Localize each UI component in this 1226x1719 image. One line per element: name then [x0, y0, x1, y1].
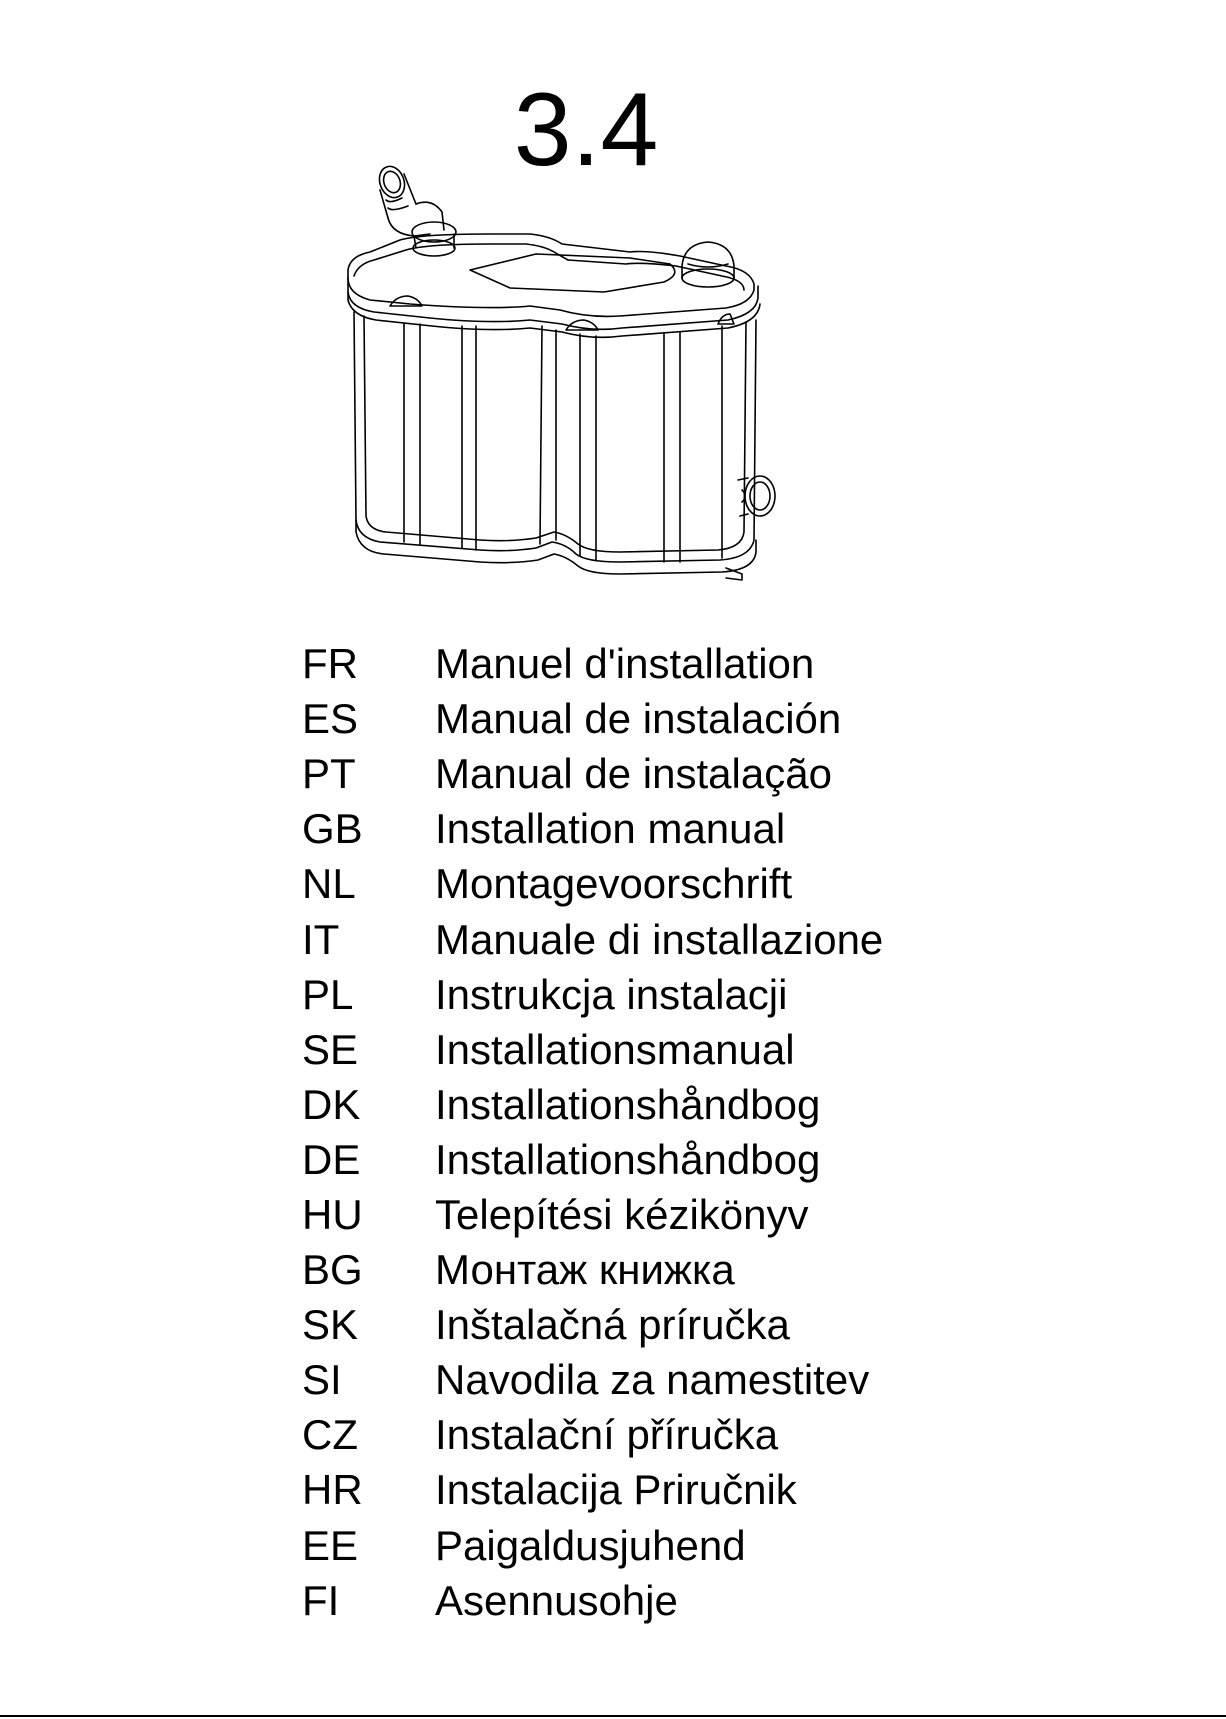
language-code: CZ: [302, 1411, 358, 1459]
manual-title: Installationshåndbog: [435, 1135, 821, 1183]
outlet-fitting: [725, 475, 776, 581]
language-code: PT: [302, 750, 356, 798]
manual-title: Монтаж книжка: [435, 1246, 735, 1294]
language-code: PL: [302, 970, 354, 1018]
model-number-heading: 3.4: [513, 72, 659, 188]
language-code: BG: [302, 1246, 363, 1294]
language-code: GB: [302, 805, 363, 853]
language-code: NL: [302, 860, 356, 908]
manual-title: Manuale di installazione: [435, 915, 884, 963]
language-code: FR: [302, 640, 358, 688]
list-item: NL Montagevoorschrift: [302, 856, 1022, 911]
language-code: DE: [302, 1135, 361, 1183]
manual-title: Installationsmanual: [435, 1025, 795, 1073]
language-list: FR Manuel d'installation ES Manual de inst…: [302, 636, 1022, 1628]
language-code: HR: [302, 1466, 363, 1514]
language-code: SI: [302, 1356, 342, 1404]
pump-tank-illustration: [347, 165, 776, 581]
list-item: CZ Instalační příručka: [302, 1407, 1022, 1462]
language-code: ES: [302, 695, 359, 743]
list-item: ES Manual de instalación: [302, 691, 1022, 746]
manual-title: Instalacija Priručnik: [435, 1466, 797, 1514]
lid-handles: [389, 295, 735, 331]
list-item: DE Installationshåndbog: [302, 1132, 1022, 1187]
manual-title: Installation manual: [435, 805, 786, 853]
manual-title: Navodila za namestitev: [435, 1356, 870, 1404]
manual-title: Paigaldusjuhend: [435, 1521, 746, 1569]
list-item: HU Telepítési kézikönyv: [302, 1187, 1022, 1242]
manual-title: Instrukcja instalacji: [435, 970, 788, 1018]
list-item: BG Монтаж книжка: [302, 1242, 1022, 1297]
list-item: PT Manual de instalação: [302, 746, 1022, 801]
tank-body: [353, 311, 757, 575]
manual-title: Installationshåndbog: [435, 1080, 821, 1128]
list-item: SK Inštalačná príručka: [302, 1297, 1022, 1352]
manual-title: Instalační příručka: [435, 1411, 779, 1459]
language-code: DK: [302, 1080, 361, 1128]
language-code: EE: [302, 1521, 359, 1569]
list-item: PL Instrukcja instalacji: [302, 967, 1022, 1022]
manual-title: Manuel d'installation: [435, 640, 815, 688]
bottom-divider: [0, 1715, 1226, 1717]
manual-title: Montagevoorschrift: [435, 860, 793, 908]
list-item: FR Manuel d'installation: [302, 636, 1022, 691]
language-code: HU: [302, 1190, 363, 1238]
vent-dome-cap: [681, 241, 735, 288]
inlet-elbow-pipe: [378, 165, 457, 257]
list-item: HR Instalacija Priručnik: [302, 1462, 1022, 1517]
manual-title: Telepítési kézikönyv: [435, 1190, 809, 1238]
language-code: SK: [302, 1301, 359, 1349]
list-item: GB Installation manual: [302, 801, 1022, 856]
language-code: IT: [302, 915, 340, 963]
list-item: SE Installationsmanual: [302, 1022, 1022, 1077]
manual-title: Asennusohje: [435, 1576, 678, 1624]
list-item: SI Navodila za namestitev: [302, 1352, 1022, 1407]
manual-title: Manual de instalación: [435, 695, 842, 743]
language-code: SE: [302, 1025, 359, 1073]
list-item: IT Manuale di installazione: [302, 911, 1022, 966]
language-code: FI: [302, 1576, 340, 1624]
list-item: DK Installationshåndbog: [302, 1077, 1022, 1132]
list-item: FI Asennusohje: [302, 1573, 1022, 1628]
manual-title: Inštalačná príručka: [435, 1301, 790, 1349]
manual-title: Manual de instalação: [435, 750, 832, 798]
list-item: EE Paigaldusjuhend: [302, 1518, 1022, 1573]
